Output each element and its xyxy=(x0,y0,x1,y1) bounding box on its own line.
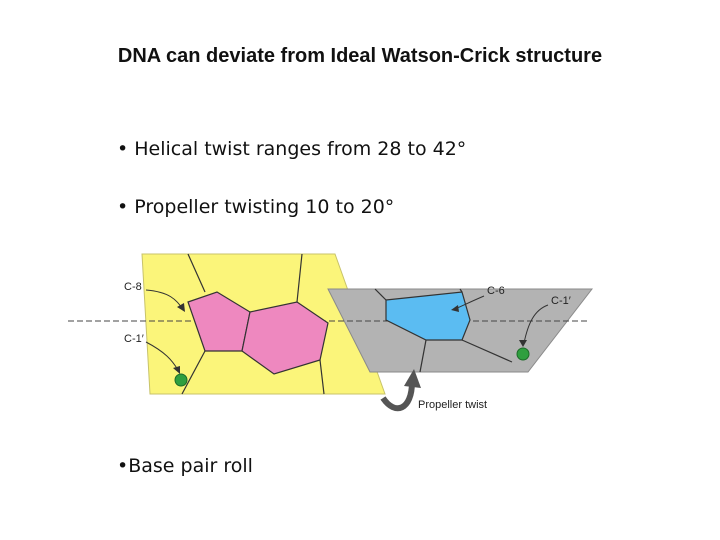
pyrimidine-hexagon xyxy=(385,291,471,341)
label-c1-right: C-1′ xyxy=(551,295,571,307)
propeller-twist-arrow xyxy=(380,381,415,412)
label-c8: C-8 xyxy=(124,281,142,293)
bullet-propeller-twisting: • Propeller twisting 10 to 20° xyxy=(117,196,395,218)
bullet-helical-twist: • Helical twist ranges from 28 to 42° xyxy=(117,138,467,160)
purine-hexagon xyxy=(241,301,329,375)
right-plane-edges xyxy=(374,288,513,373)
label-propeller-twist: Propeller twist xyxy=(418,399,487,411)
c1-atom-right xyxy=(516,347,530,361)
label-c6: C-6 xyxy=(487,285,505,297)
bullet-base-pair-roll: •Base pair roll xyxy=(117,455,253,477)
label-c1-left: C-1′ xyxy=(124,333,144,345)
c1-atom-left xyxy=(174,373,188,387)
pointer-arrowheads xyxy=(173,303,527,374)
slide-title: DNA can deviate from Ideal Watson-Crick … xyxy=(117,45,603,67)
propeller-twist-arrowhead xyxy=(404,369,421,388)
left-plane-edges xyxy=(181,253,325,395)
